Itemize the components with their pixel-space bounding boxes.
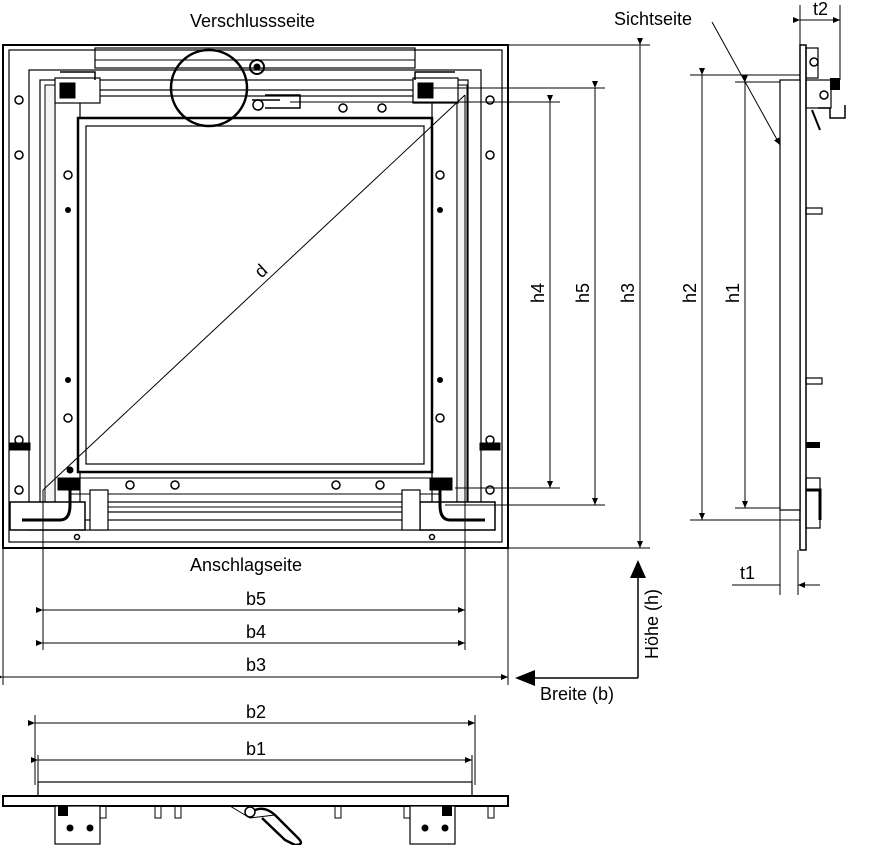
dim-b2-label: b2	[246, 702, 267, 722]
hinge-side-label: Anschlagseite	[190, 555, 303, 575]
dim-h3-label: h3	[618, 282, 638, 304]
side-dimensions	[690, 5, 841, 595]
dim-t2-label: t2	[813, 0, 829, 19]
height-axis-label: Höhe (h)	[642, 588, 662, 659]
front-view	[2, 44, 509, 549]
dim-b3-label: b3	[246, 655, 267, 675]
front-dimensions	[0, 38, 650, 685]
dim-b1-label: b1	[246, 739, 267, 759]
axis-arrows	[515, 560, 646, 686]
width-axis-label: Breite (b)	[540, 684, 615, 704]
bottom-dimensions	[28, 715, 476, 785]
visible-side-label: Sichtseite	[614, 9, 693, 29]
bottom-view	[2, 781, 509, 845]
dim-t1-label: t1	[740, 563, 756, 583]
dim-h4-label: h4	[528, 282, 548, 304]
dim-h5-label: h5	[573, 282, 593, 304]
dim-h1-label: h1	[723, 282, 743, 304]
side-view	[779, 44, 846, 551]
dim-h2-label: h2	[680, 282, 700, 304]
dim-b5-label: b5	[246, 589, 267, 609]
dim-b4-label: b4	[246, 622, 267, 642]
locking-side-label: Verschlussseite	[190, 11, 316, 31]
